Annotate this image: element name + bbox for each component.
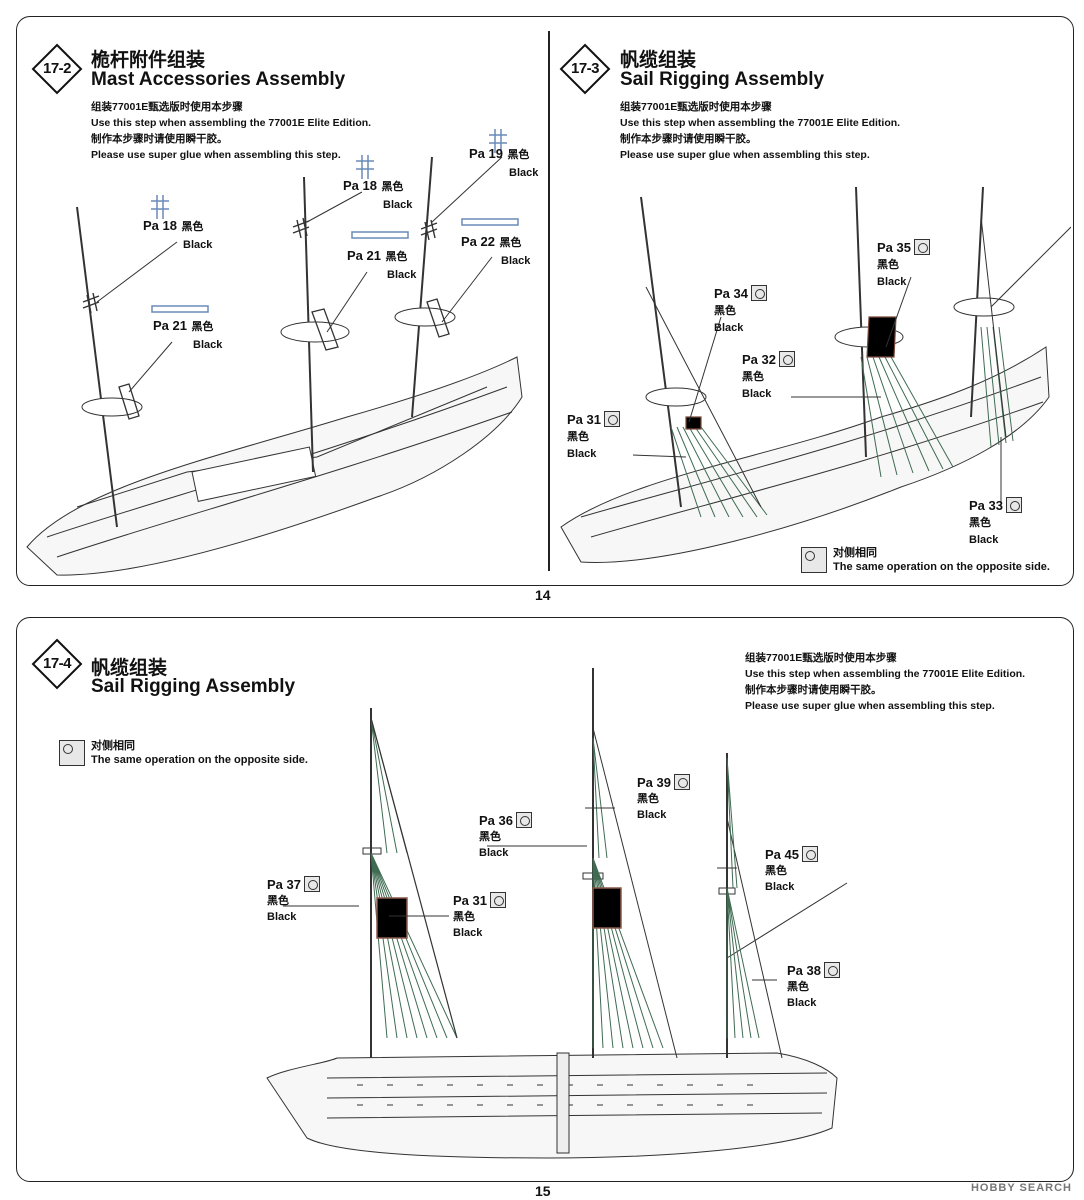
mirror-side-icon [59,740,85,766]
part-label-pa39: Pa 39 黑色 Black [637,774,690,823]
step-17-4-title-en: Sail Rigging Assembly [91,676,296,697]
part-label-pa19: Pa 19 黑色 Black [469,146,539,179]
step-17-2-title-en: Mast Accessories Assembly [91,69,346,90]
glue-note-en: Please use super glue when assembling th… [91,149,341,161]
step-17-2-notes: 组装77001E甄选版时使用本步骤 Use this step when ass… [91,99,371,163]
step-17-3-notes: 组装77001E甄选版时使用本步骤 Use this step when ass… [620,101,901,161]
part-label-pa36: Pa 36 黑色 Black [479,812,532,861]
mirror-side-icon [823,962,840,978]
part-label-pa18-left: Pa 18 黑色 Black [143,218,213,251]
part-label-pa35: Pa 35 黑色 Black [877,239,930,290]
ship-illustration-17-4 [266,668,848,1159]
part-label-pa31: Pa 31 黑色 Black [567,411,620,462]
page-15-panel: 17-4 帆缆组装 Sail Rigging Assembly 组装77001E… [16,617,1074,1182]
mirror-side-icon [303,876,320,892]
panel-divider [548,31,550,571]
mirror-side-icon [801,547,827,573]
part-label-pa34: Pa 34 黑色 Black [714,285,767,336]
part-label-pa21-mid: Pa 21 黑色 Black [347,248,417,281]
mirror-side-icon [515,812,532,828]
page-number-15: 15 [535,1183,551,1199]
edition-note-en: Use this step when assembling the 77001E… [91,117,372,129]
part-label-pa21-left: Pa 21 黑色 Black [153,318,223,351]
step-badge-17-3: 17-3 [559,43,611,95]
step-badge-17-4: 17-4 [31,638,83,690]
ship-illustration-17-3 [560,186,1071,563]
mirror-side-icon [913,239,930,255]
mirror-side-icon [603,411,620,427]
glue-note-cn: 制作本步骤时请使用瞬干胶。 [91,133,228,145]
mirror-side-icon [778,351,795,367]
part-label-pa31-bottom: Pa 31 黑色 Black [453,892,506,941]
part-label-pa22: Pa 22 黑色 Black [461,234,531,267]
part-label-pa33: Pa 33 黑色 Black [969,497,1022,548]
step-17-2-title-cn: 桅杆附件组装 [91,49,206,71]
mirror-side-icon [489,892,506,908]
part-label-pa37: Pa 37 黑色 Black [267,876,320,925]
leader-lines-17-4 [283,807,777,981]
watermark: HOBBY SEARCH [970,1182,1072,1194]
mirror-side-icon [673,774,690,790]
step-17-3-title-cn: 帆缆组装 [620,49,697,71]
step-badge-17-2: 17-2 [31,43,83,95]
page-number-14: 14 [535,587,551,603]
step-17-4-title-cn: 帆缆组装 [91,657,168,679]
mirror-side-icon [750,285,767,301]
step-17-4-notes: 组装77001E甄选版时使用本步骤 Use this step when ass… [745,652,1026,712]
edition-note-cn: 组装77001E甄选版时使用本步骤 [91,101,243,113]
mirror-side-icon [1005,497,1022,513]
page-14-panel: 17-2 桅杆附件组装 Mast Accessories Assembly 组装… [16,16,1074,586]
part-label-pa38: Pa 38 黑色 Black [787,962,840,1011]
part-label-pa18-mid: Pa 18 黑色 Black [343,178,413,211]
ship-illustration-17-2 [26,129,523,576]
part-label-pa45: Pa 45 黑色 Black [765,846,818,895]
mirror-side-icon [801,846,818,862]
step-17-3-title-en: Sail Rigging Assembly [620,69,825,90]
part-label-pa32: Pa 32 黑色 Black [742,351,795,402]
